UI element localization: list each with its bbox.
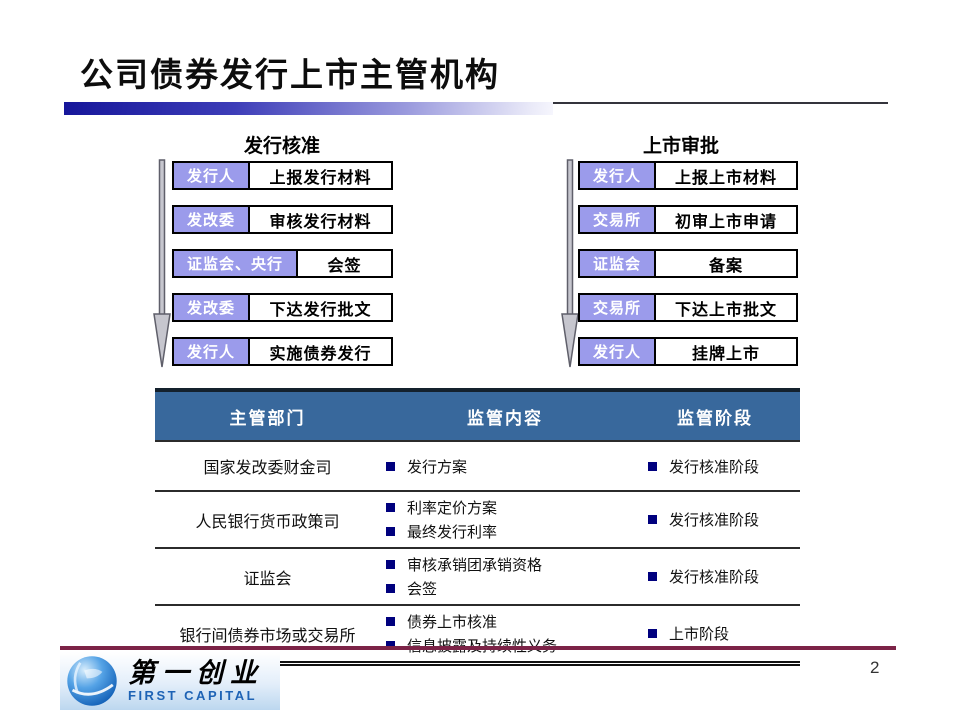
bullet-item: 发行核准阶段 [648, 456, 798, 477]
flow-step-action: 审核发行材料 [269, 213, 372, 231]
flow-heading-issuance: 发行核准 [243, 136, 320, 157]
table-row: 国家发改委财金司 发行方案 发行核准阶段 [155, 440, 800, 490]
square-bullet-icon [386, 461, 395, 471]
footer-divider-line [60, 646, 896, 650]
content-cell: 债券上市核准 信息披露及持续性义务 [380, 606, 630, 661]
bullet-item: 上市阶段 [648, 623, 798, 644]
company-logo: 第一创业 FIRST CAPITAL [60, 652, 280, 710]
bullet-text: 发行方案 [407, 458, 468, 476]
flow-step-action: 初审上市申请 [674, 213, 777, 231]
logo-english-name: FIRST CAPITAL [128, 688, 258, 704]
square-bullet-icon [386, 527, 395, 536]
flow-step-actor: 发行人 [174, 339, 250, 364]
bullet-item: 审核承销团承销资格 [386, 554, 628, 575]
bullet-item: 利率定价方案 [386, 497, 628, 518]
table-header-row: 主管部门 监管内容 监管阶段 [155, 392, 800, 440]
department-cell: 证监会 [243, 570, 292, 588]
issuance-flow: 发行人 上报发行材料 发改委 审核发行材料 证监会、央行 会签 发改委 下达发行… [172, 161, 393, 366]
table-row: 人民银行货币政策司 利率定价方案 最终发行利率 发行核准阶段 [155, 490, 800, 547]
bullet-item: 发行核准阶段 [648, 566, 798, 587]
table-row: 证监会 审核承销团承销资格 会签 发行核准阶段 [155, 547, 800, 604]
flow-step: 发改委 下达发行批文 [172, 293, 393, 322]
square-bullet-icon [386, 584, 395, 593]
bullet-text: 会签 [407, 581, 438, 598]
logo-text: 第一创业 FIRST CAPITAL [128, 657, 264, 704]
square-bullet-icon [648, 629, 657, 638]
flow-heading-listing: 上市审批 [642, 136, 719, 157]
flow-step-actor: 交易所 [580, 207, 656, 232]
column-header-department: 主管部门 [229, 408, 306, 428]
flow-step: 证监会 备案 [578, 249, 798, 278]
down-arrow-icon [153, 159, 171, 368]
square-bullet-icon [386, 560, 395, 569]
flow-step: 发行人 上报发行材料 [172, 161, 393, 190]
bullet-item: 发行方案 [386, 456, 628, 477]
bullet-text: 审核承销团承销资格 [407, 557, 543, 574]
flow-step-actor: 发行人 [580, 339, 656, 364]
bullet-item: 债券上市核准 [386, 611, 628, 632]
page-number: 2 [870, 658, 880, 677]
flow-step-action: 会签 [327, 257, 362, 275]
department-cell: 人民银行货币政策司 [195, 513, 340, 531]
flow-step: 发行人 挂牌上市 [578, 337, 798, 366]
page-title: 公司债券发行上市主管机构 [80, 58, 500, 94]
flow-step-action: 挂牌上市 [691, 345, 760, 363]
flow-step-action: 备案 [708, 257, 743, 275]
stage-cell: 发行核准阶段 [630, 549, 800, 604]
square-bullet-icon [648, 515, 657, 524]
square-bullet-icon [648, 461, 657, 471]
globe-icon [67, 656, 117, 706]
flow-step-actor: 发行人 [580, 163, 656, 188]
bullet-text: 债券上市核准 [407, 614, 498, 631]
bullet-text: 上市阶段 [669, 626, 730, 643]
flow-step-actor: 发改委 [174, 295, 250, 320]
down-arrow-icon [561, 159, 579, 368]
flow-step: 证监会、央行 会签 [172, 249, 393, 278]
bullet-item: 会签 [386, 578, 628, 599]
bullet-text: 最终发行利率 [407, 524, 498, 541]
stage-cell: 发行核准阶段 [630, 442, 800, 490]
bullet-text: 利率定价方案 [407, 500, 498, 517]
flow-step-actor: 证监会、央行 [174, 251, 298, 276]
logo-chinese-name: 第一创业 [128, 657, 264, 688]
department-cell: 国家发改委财金司 [203, 460, 332, 477]
bullet-text: 发行核准阶段 [669, 458, 760, 476]
content-cell: 发行方案 [380, 442, 630, 490]
flow-step: 发行人 实施债券发行 [172, 337, 393, 366]
flow-step: 发行人 上报上市材料 [578, 161, 798, 190]
listing-flow: 发行人 上报上市材料 交易所 初审上市申请 证监会 备案 交易所 下达上市批文 … [578, 161, 798, 366]
flow-step: 交易所 初审上市申请 [578, 205, 798, 234]
flow-step-action: 下达发行批文 [269, 301, 372, 319]
flow-step-action: 上报上市材料 [674, 169, 777, 187]
stage-cell: 上市阶段 [630, 606, 800, 661]
department-cell: 银行间债券市场或交易所 [179, 627, 356, 645]
flow-step: 交易所 下达上市批文 [578, 293, 798, 322]
column-header-content: 监管内容 [467, 408, 543, 428]
flow-step: 发改委 审核发行材料 [172, 205, 393, 234]
square-bullet-icon [386, 641, 395, 650]
bullet-text: 发行核准阶段 [669, 512, 760, 529]
flow-step-action: 下达上市批文 [674, 301, 777, 319]
square-bullet-icon [386, 617, 395, 626]
regulators-table: 主管部门 监管内容 监管阶段 国家发改委财金司 发行方案 发行核准阶段 人民银行… [155, 388, 800, 666]
flow-step-action: 上报发行材料 [269, 169, 372, 187]
content-cell: 利率定价方案 最终发行利率 [380, 492, 630, 547]
flow-step-actor: 交易所 [580, 295, 656, 320]
flow-step-actor: 发行人 [174, 163, 250, 188]
flow-step-actor: 发改委 [174, 207, 250, 232]
flow-step-action: 实施债券发行 [269, 345, 372, 363]
bullet-text: 发行核准阶段 [669, 569, 760, 586]
bullet-item: 最终发行利率 [386, 521, 628, 542]
stage-cell: 发行核准阶段 [630, 492, 800, 547]
column-header-stage: 监管阶段 [677, 408, 753, 428]
content-cell: 审核承销团承销资格 会签 [380, 549, 630, 604]
flow-step-actor: 证监会 [580, 251, 656, 276]
square-bullet-icon [648, 572, 657, 581]
bullet-item: 发行核准阶段 [648, 509, 798, 530]
title-gradient-bar [64, 102, 553, 115]
square-bullet-icon [386, 503, 395, 512]
